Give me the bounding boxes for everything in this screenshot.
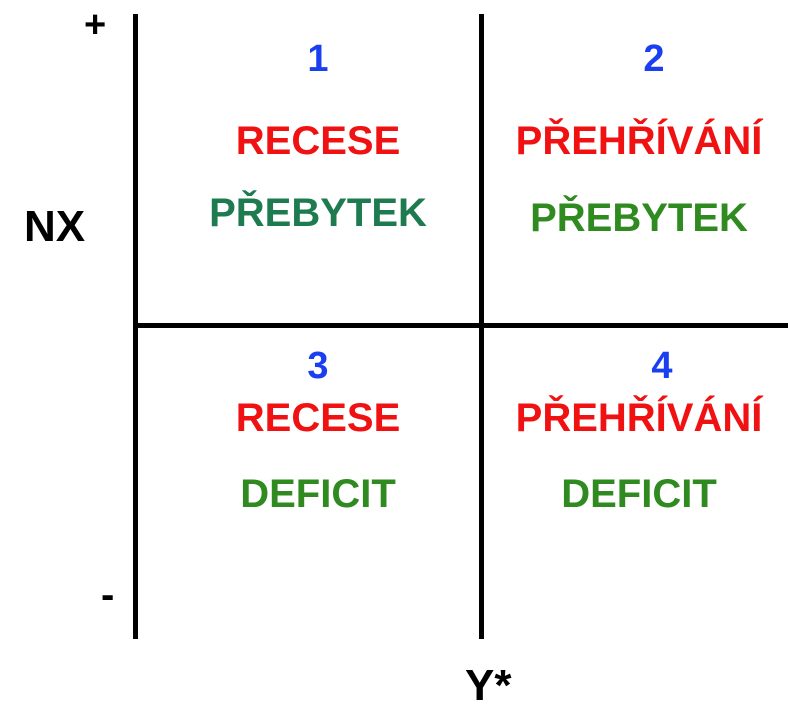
quadrant-number: 1: [307, 38, 329, 80]
horizontal-axis-line: [133, 323, 788, 328]
y-axis-plus-label: +: [84, 4, 107, 46]
quadrant-number: 2: [643, 38, 665, 80]
y-axis-minus-label: -: [101, 573, 115, 617]
quadrant-number: 3: [307, 345, 329, 387]
quadrant-balance-label: PŘEBYTEK: [209, 191, 427, 235]
quadrant-state-label: PŘEHŘÍVÁNÍ: [515, 396, 763, 440]
vertical-divider-line: [479, 14, 484, 639]
x-axis-label: Y*: [465, 661, 512, 710]
y-axis-label: NX: [24, 202, 86, 251]
quadrant-number: 4: [651, 345, 673, 387]
quadrant-state-label: PŘEHŘÍVÁNÍ: [515, 119, 763, 163]
quadrant-balance-label: DEFICIT: [561, 472, 717, 516]
quadrant-balance-label: DEFICIT: [240, 472, 396, 516]
quadrant-state-label: RECESE: [235, 119, 401, 163]
quadrant-balance-label: PŘEBYTEK: [530, 196, 748, 240]
quadrant-state-label: RECESE: [235, 396, 401, 440]
